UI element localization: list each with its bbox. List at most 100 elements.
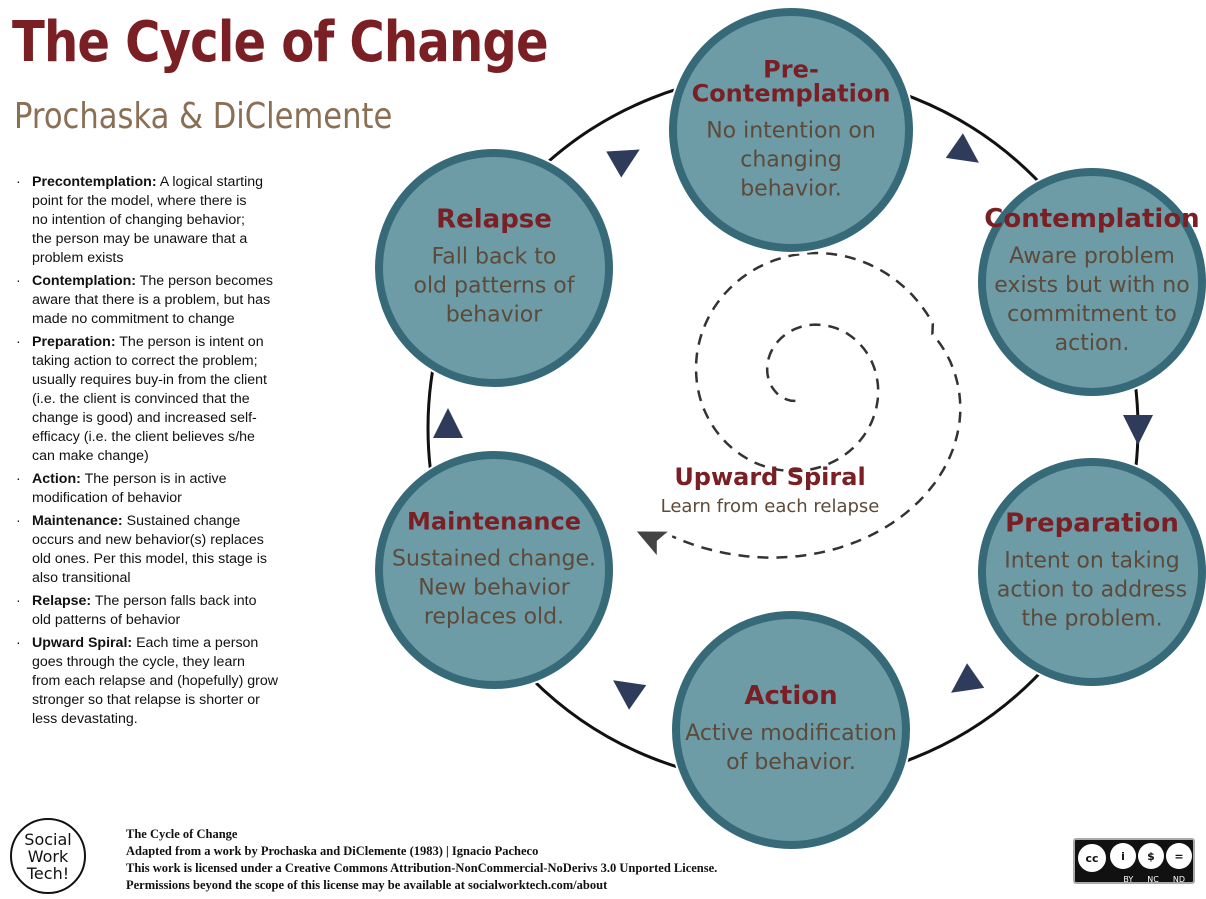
description-term: Maintenance: [32,513,123,529]
cc-icon: cc [1076,842,1108,874]
description-line: Sustained change [126,513,241,529]
description-line: The person is intent on [119,334,264,350]
stage-body-line: No intention on [706,119,876,144]
stage-body-line: Aware problem [1009,244,1175,269]
license-label: BY [1123,875,1134,884]
stage-body-line: of behavior. [726,750,856,775]
description-term: Action: [32,471,81,487]
stage-title: Action [744,681,837,711]
stage-body-line: action to address [997,578,1187,603]
spiral-arrow-icon [636,531,668,556]
stage-body-line: New behavior [418,576,570,601]
description-line: also transitional [32,570,131,586]
description-line: The person falls back into [94,593,257,609]
credit-line: This work is licensed under a Creative C… [126,861,718,875]
bullet-icon: · [16,334,21,350]
description-line: A logical starting [159,174,264,190]
description-line: efficacy (i.e. the client believes s/he [32,429,255,445]
description-item: · Preparation: The person is intent on tak… [12,333,372,466]
stage-title: Contemplation [692,80,891,108]
bullet-icon: · [16,471,21,487]
upward-spiral-path [671,251,962,559]
credit-line: Adapted from a work by Prochaska and DiC… [126,844,539,858]
by-attribution-icon: i [1110,843,1136,869]
stage-body-line: behavior [446,303,544,328]
description-line: made no commitment to change [32,311,235,327]
stage-body-line: Sustained change. [392,547,596,572]
bullet-icon: · [16,513,21,529]
description-line: stronger so that relapse is shorter or [32,692,260,708]
license-label: NC [1147,875,1159,884]
cycle-arrow-icon [606,149,640,178]
description-line: change is good) and increased self- [32,410,257,426]
description-line: goes through the cycle, they learn [32,654,245,670]
description-line: taking action to correct the problem; [32,353,258,369]
license-label: ND [1172,875,1185,884]
stage-body-line: Active modification [685,721,897,746]
noderivs-icon: = [1166,843,1192,869]
stage-circle [375,451,613,689]
upward-spiral-caption: Learn from each relapse [661,496,880,517]
stage-circle [978,168,1206,396]
description-line: Each time a person [136,635,259,651]
stage-circle [672,611,910,849]
noncommercial-icon: $ [1138,843,1164,869]
upward-spiral-title: Upward Spiral [674,463,865,491]
bullet-icon: · [16,174,21,190]
description-line: (i.e. the client is convinced that the [32,391,250,407]
stage-body-line: old patterns of [413,274,575,299]
credit-line: Permissions beyond the scope of this lic… [126,878,608,892]
stage-body-line: replaces old. [424,605,564,630]
stage-body-line: changing [740,148,841,173]
page-subtitle: Prochaska & DiClemente [14,96,393,137]
description-line: no intention of changing behavior; [32,212,245,228]
stage-body-line: the problem. [1021,607,1162,632]
stage-body-line: behavior. [740,177,842,202]
logo-text: Work [27,846,69,866]
credit-line: The Cycle of Change [126,827,238,841]
stage-title: Preparation [1005,509,1179,539]
stage-circle [375,149,613,387]
description-term: Preparation: [32,334,116,350]
description-line: can make change) [32,448,149,464]
description-term: Relapse: [32,593,92,609]
description-line: less devastating. [32,711,138,727]
cycle-arrow-icon [945,133,979,163]
page-title: The Cycle of Change [12,10,549,75]
description-term: Precontemplation: [32,174,157,190]
description-term: Upward Spiral: [32,635,133,651]
stage-body-line: exists but with no [994,273,1189,298]
cycle-arrow-icon [613,680,647,710]
description-line: modification of behavior [32,490,182,506]
stage-body-line: Intent on taking [1004,549,1179,574]
stage-title: Maintenance [407,508,581,536]
stage-title: Contemplation [984,204,1199,234]
description-term: Contemplation: [32,273,137,289]
description-line: aware that there is a problem, but has [32,292,271,308]
description-line: old ones. Per this model, this stage is [32,551,268,567]
stage-circle [978,458,1206,686]
cycle-arrow-icon [1123,415,1153,445]
stage-body-line: action. [1055,331,1130,356]
bullet-icon: · [16,593,21,609]
description-line: usually requires buy-in from the client [32,372,267,388]
stage-body-line: commitment to [1007,302,1177,327]
cycle-arrow-icon [433,408,463,438]
description-line: The person is in active [84,471,227,487]
logo-text: Social [24,829,72,849]
description-line: The person becomes [139,273,273,289]
cycle-arrow-icon [951,663,985,693]
bullet-icon: · [16,273,21,289]
